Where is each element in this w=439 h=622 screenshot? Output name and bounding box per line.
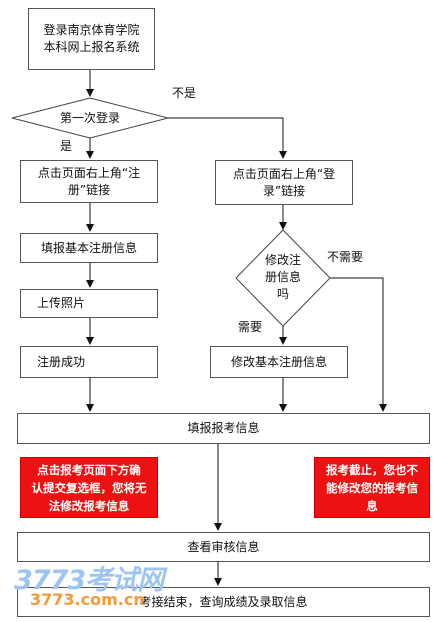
warning-deadline: 报考截止，您也不 能修改您的报考信 息 (314, 457, 430, 518)
view-review-node: 查看审核信息 (17, 532, 430, 562)
warning-right-line-3: 息 (366, 498, 378, 513)
decision-modify-label: 修改注 册信息 吗 (253, 252, 313, 303)
login-link-line-2: 录”链接 (262, 183, 306, 198)
decision-modify-line-2: 册信息 (264, 270, 301, 284)
label-need: 需要 (238, 320, 263, 334)
arrow-no-need (330, 277, 387, 412)
fill-application-node: 填报报考信息 (17, 413, 430, 444)
login-link-line-1: 点击页面右上角“登 (232, 166, 336, 181)
warning-left-line-2: 认提交复选框，您将无 (31, 480, 147, 495)
label-no-need: 不需要 (327, 250, 364, 264)
warning-left-line-1: 点击报考页面下方确 (37, 462, 141, 477)
warning-left-line-3: 法修改报考信息 (48, 498, 130, 513)
warning-right-line-1: 报考截止，您也不 (326, 462, 418, 477)
decision-modify-line-1: 修改注 (264, 253, 301, 267)
label-yes: 是 (60, 139, 73, 153)
login-link-node: 点击页面右上角“登 录”链接 (215, 160, 353, 205)
fill-basic-info-node: 填报基本注册信息 (20, 233, 158, 263)
watermark-url: 3773.com.cn (30, 590, 145, 609)
upload-photo-node: 上传照片 (20, 289, 158, 318)
register-success-node: 注册成功 (20, 346, 158, 378)
end-node: 考接结束，查询成绩及录取信息 (17, 587, 430, 617)
arrow-no (168, 117, 287, 159)
decision-modify-line-3: 吗 (276, 287, 289, 301)
modify-basic-info-node: 修改基本注册信息 (210, 346, 348, 378)
warning-right-line-2: 能修改您的报考信 (326, 480, 418, 495)
register-link-line-1: 点击页面右上角“注 (37, 165, 141, 180)
start-line-1: 登录南京体育学院 (43, 23, 140, 37)
start-line-2: 本科网上报名系统 (43, 40, 140, 54)
decision-first-login-label: 第一次登录 (59, 111, 120, 125)
register-link-line-2: 册”链接 (67, 182, 111, 197)
register-link-node: 点击页面右上角“注 册”链接 (20, 160, 158, 203)
warning-confirm-submit: 点击报考页面下方确 认提交复选框，您将无 法修改报考信息 (20, 457, 158, 518)
start-node: 登录南京体育学院 本科网上报名系统 (28, 8, 155, 70)
watermark-logo: 3773考试网 (14, 565, 164, 596)
label-no: 不是 (172, 86, 197, 100)
